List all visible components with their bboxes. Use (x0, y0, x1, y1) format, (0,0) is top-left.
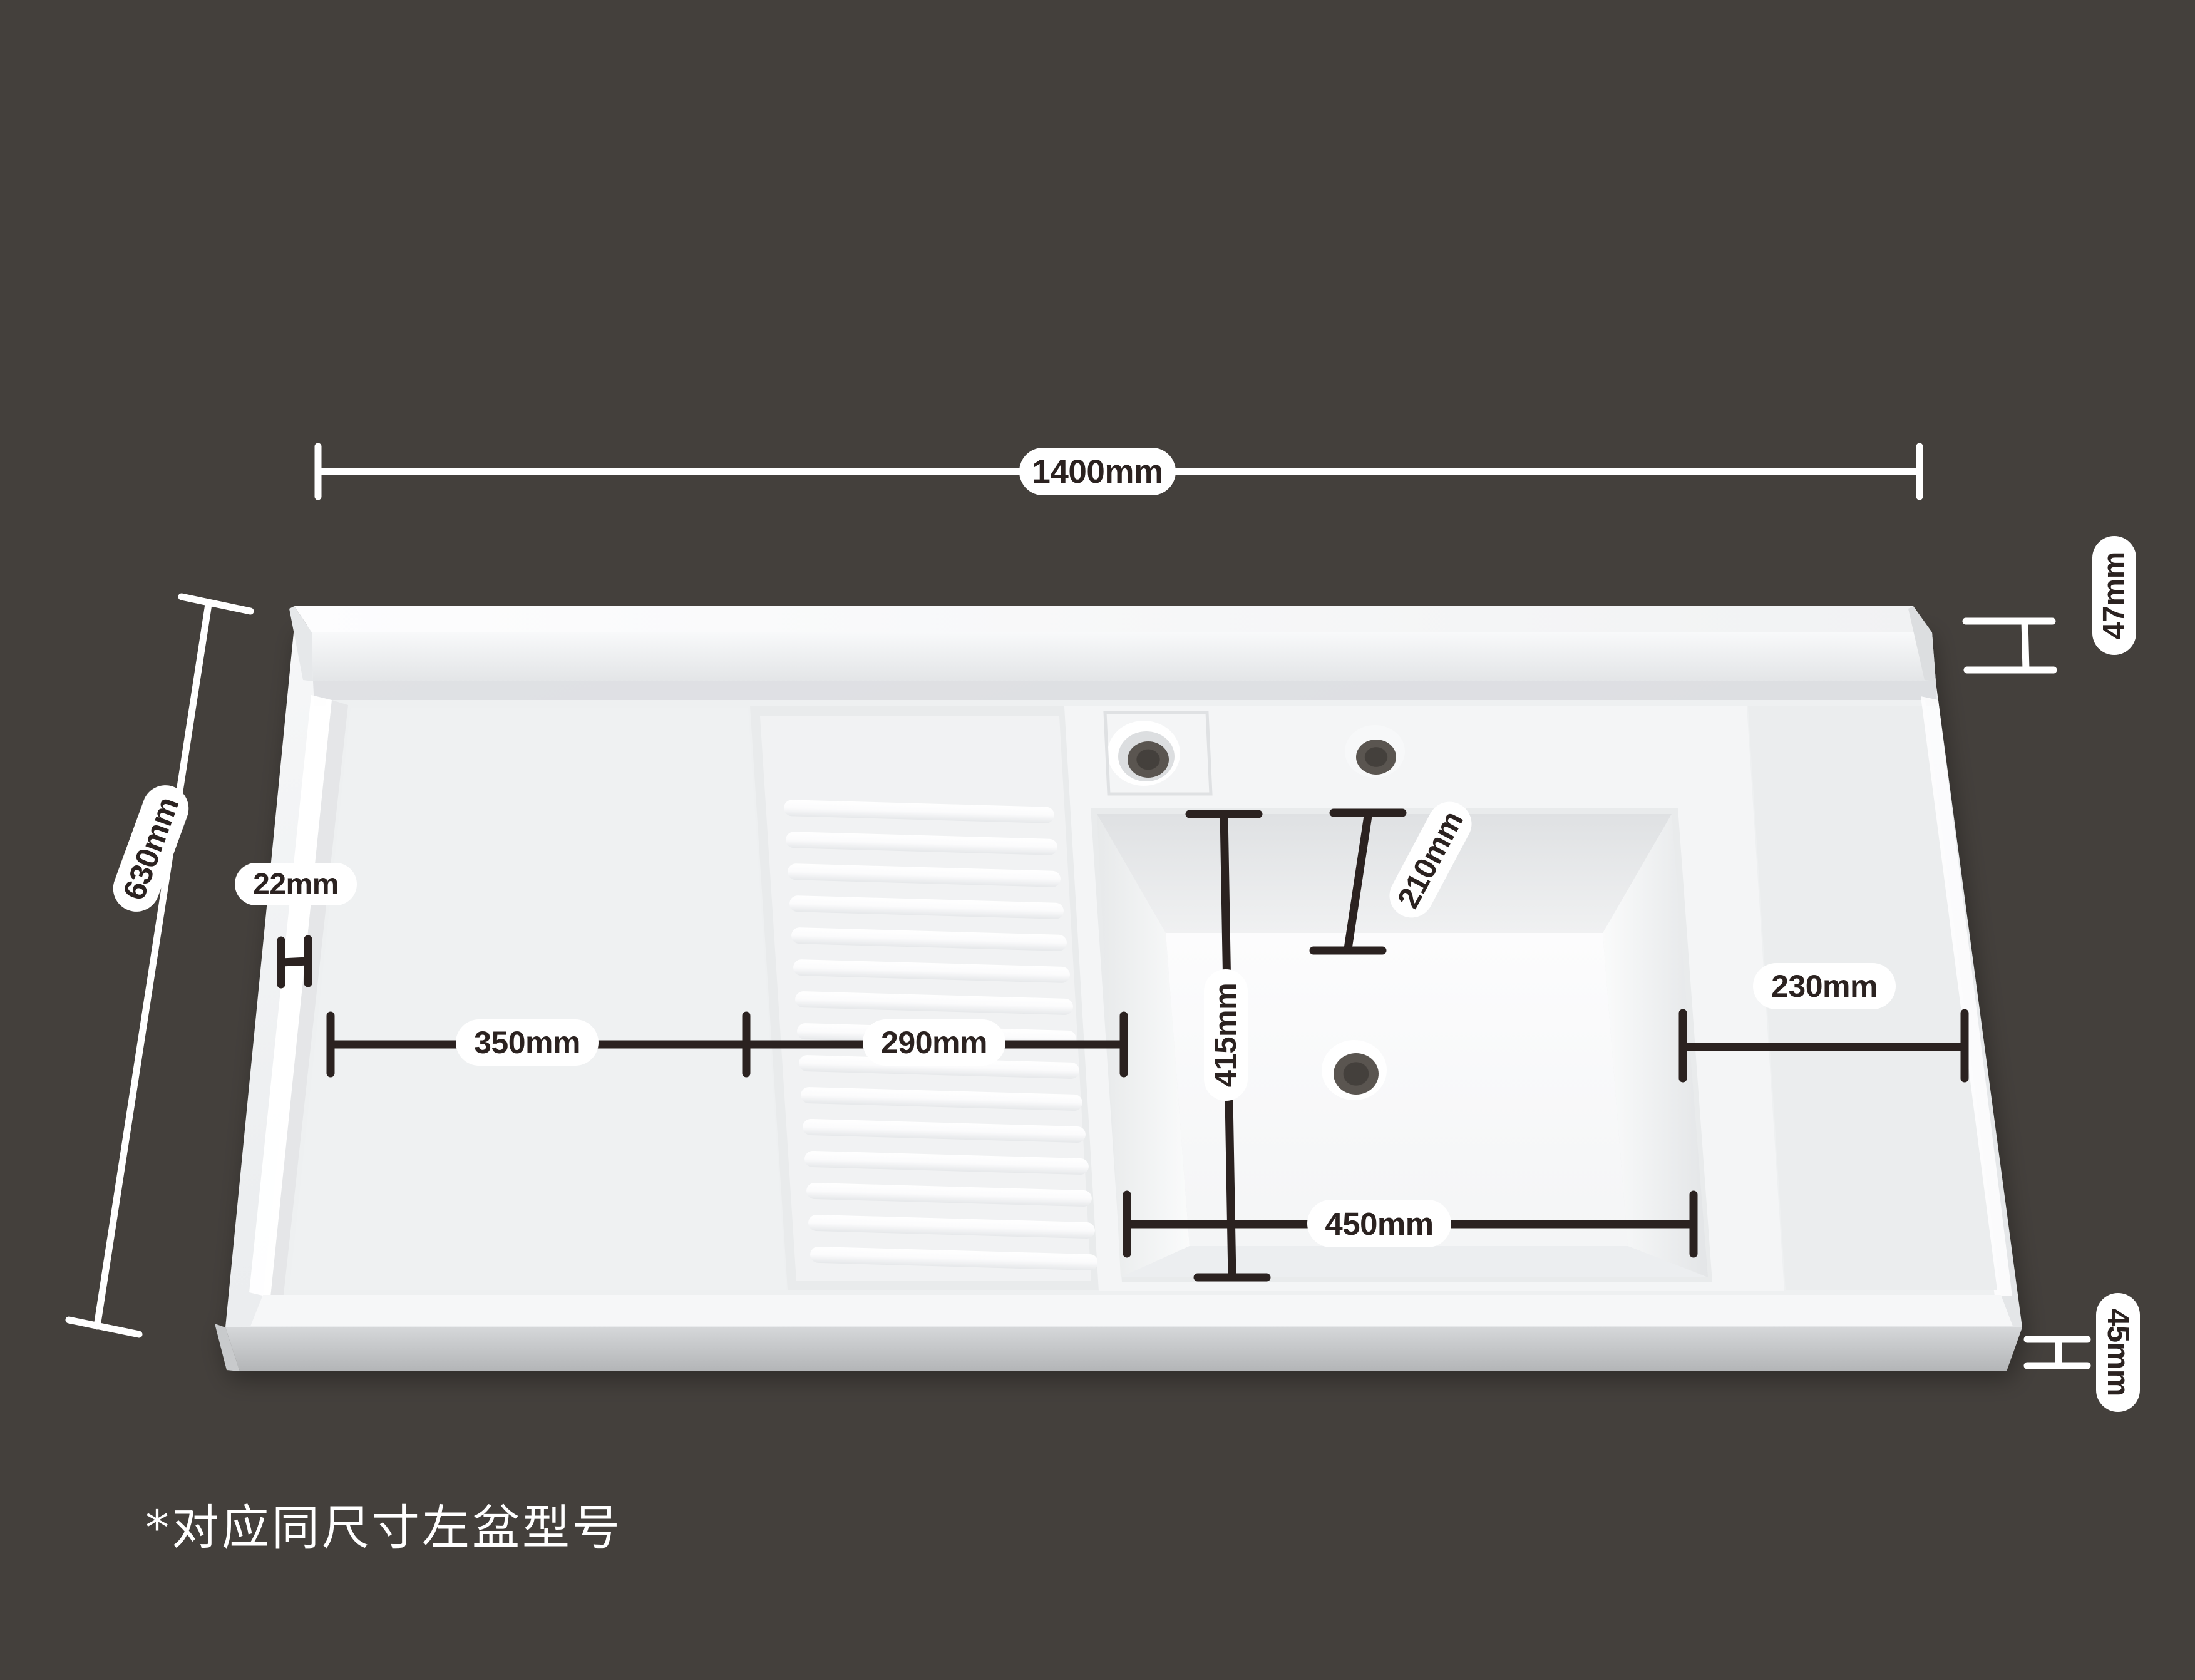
dim-label-230: 230mm (1753, 963, 1896, 1009)
backsplash-front-face (312, 632, 1936, 681)
dim-630-line (93, 600, 212, 1330)
faucet-hole-left (1128, 741, 1169, 778)
drain-hole (1334, 1053, 1379, 1095)
dim-630-tick-top (178, 593, 254, 615)
faucet-hole-right (1356, 740, 1396, 775)
left-rim-highlight (249, 695, 332, 1297)
dim-label-22: 22mm (235, 863, 357, 905)
dim-label-1400-text: 1400mm (1032, 453, 1163, 490)
dim-210-line (1344, 812, 1372, 953)
drainboard-ribs (784, 800, 1098, 1271)
dim-22-stem (277, 957, 312, 967)
dim-label-415: 415mm (1204, 969, 1248, 1101)
dim-label-350-text: 350mm (474, 1025, 580, 1060)
dim-label-47-text: 47mm (2097, 552, 2131, 639)
backsplash-left-end (289, 606, 313, 681)
footnote-text: *对应同尺寸左盆型号 (145, 1500, 622, 1555)
basin-wall-back (1097, 814, 1672, 933)
basin-floor (1166, 933, 1628, 1246)
dim-label-230-text: 230mm (1771, 969, 1878, 1004)
right-rim-highlight (1921, 696, 2012, 1296)
faucet-hole-right-group (1345, 725, 1405, 778)
slab-front-edge (225, 1327, 2022, 1371)
dim-label-45: 45mm (2096, 1293, 2140, 1412)
left-rim-shade (270, 700, 348, 1300)
basin-wall-right (1603, 814, 1708, 1277)
slab-left-edge (215, 1324, 240, 1371)
faucet-hole-left-group (1108, 721, 1180, 786)
dim-label-450-text: 450mm (1325, 1205, 1434, 1242)
dim-label-290-text: 290mm (881, 1025, 987, 1060)
dim-label-290: 290mm (863, 1019, 1005, 1066)
dim-630-tick-bottom (65, 1316, 143, 1338)
dim-label-45-text: 45mm (2101, 1309, 2135, 1396)
dim-label-350: 350mm (456, 1019, 599, 1066)
basin-wall-front (1121, 1246, 1708, 1277)
dim-47-stem (2021, 617, 2030, 674)
backsplash-top-face (294, 606, 1932, 632)
dim-label-1400: 1400mm (1019, 448, 1176, 495)
left-deck-panel (289, 708, 786, 1290)
dim-label-47: 47mm (2092, 536, 2136, 655)
drainboard (750, 706, 1099, 1290)
faucet-notch (1103, 711, 1213, 796)
basin (1064, 706, 1784, 1291)
footnote: *对应同尺寸左盆型号 (145, 1489, 622, 1558)
dim-label-415-text: 415mm (1209, 982, 1243, 1088)
dim-label-450: 450mm (1307, 1200, 1451, 1247)
front-rim-band (250, 1295, 2013, 1326)
drain-hole-group (1322, 1040, 1387, 1100)
backsplash-right-end (1908, 606, 1936, 681)
dim-label-22-text: 22mm (253, 867, 339, 901)
basin-wall-left (1097, 814, 1190, 1277)
